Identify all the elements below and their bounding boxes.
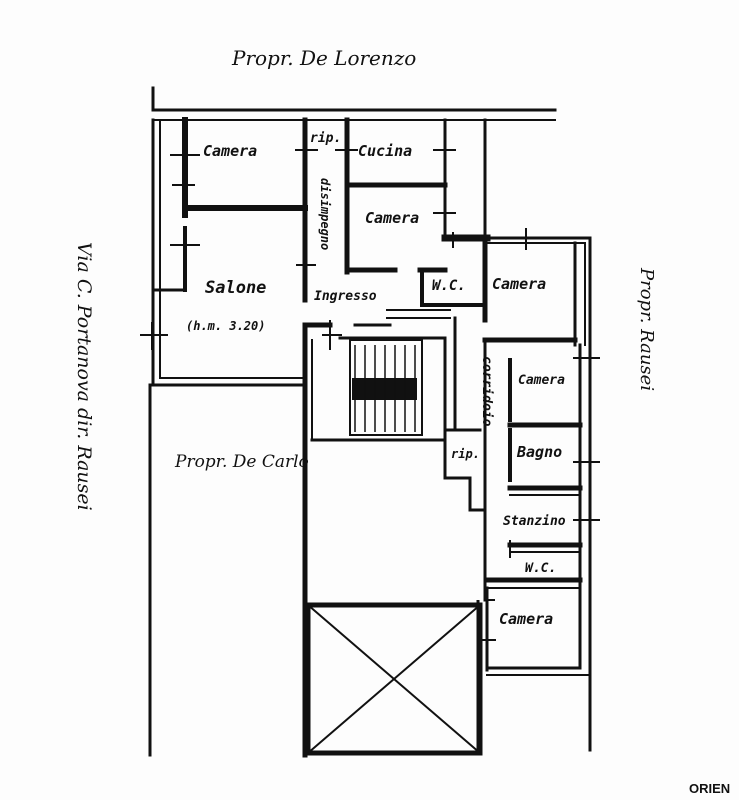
room-camera-right: Camera	[492, 275, 546, 293]
room-camera-right-small: Camera	[518, 373, 565, 388]
room-salone-height: (h.m. 3.20)	[186, 319, 265, 333]
light-well	[305, 600, 483, 756]
room-rip-small: rip.	[451, 447, 480, 461]
room-stanzino: Stanzino	[503, 514, 566, 529]
room-disimpegno: disimpegno	[318, 178, 332, 250]
room-camera-middle: Camera	[365, 209, 419, 227]
room-wc-bottom: W.C.	[525, 561, 556, 576]
street-label: Via C. Portanova dir. Rausei	[73, 242, 95, 511]
room-ingresso: Ingresso	[314, 289, 377, 304]
neighbor-top-label: Propr. De Lorenzo	[231, 46, 416, 70]
neighbor-right-label: Propr. Rausei	[636, 267, 657, 391]
room-salone: Salone	[205, 278, 266, 298]
room-camera-top-left: Camera	[203, 142, 257, 160]
outer-walls	[148, 118, 592, 757]
door-marks	[140, 149, 600, 641]
neighbor-inner-label: Propr. De Carlo	[174, 452, 309, 472]
room-rip-top: rip.	[310, 131, 341, 146]
staircase	[349, 339, 423, 436]
orientation-label: ORIEN	[689, 781, 730, 796]
room-camera-bottom: Camera	[499, 610, 553, 628]
interior-walls	[182, 117, 591, 758]
boundary-top	[151, 86, 557, 121]
room-cucina: Cucina	[358, 142, 412, 160]
room-wc-top: W.C.	[432, 278, 466, 294]
room-bagno: Bagno	[516, 443, 562, 461]
room-corridoio: corridoio	[479, 356, 494, 427]
